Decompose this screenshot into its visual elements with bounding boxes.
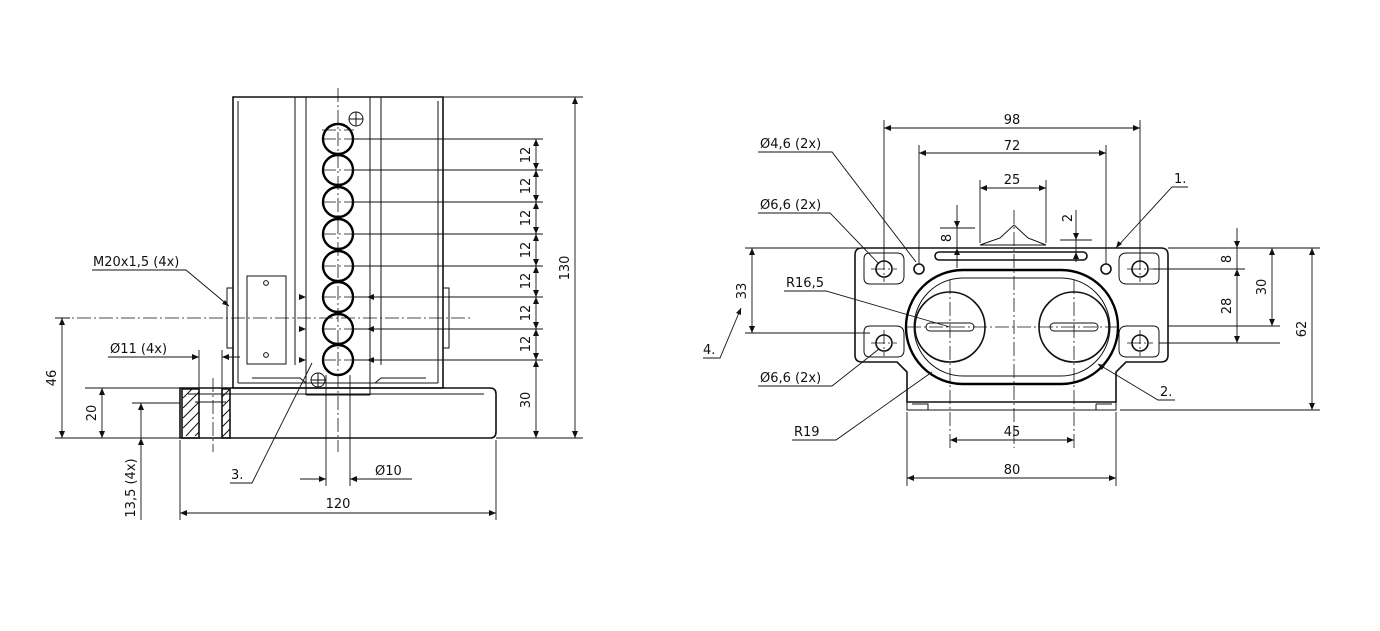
callout-item-4: 4. [703, 343, 715, 358]
dim-28: 28 [1220, 298, 1235, 315]
thread-callout: M20x1,5 (4x) [92, 255, 230, 307]
dim-pitch-3: 12 [519, 210, 534, 227]
left-height-dimension-33: 33 [735, 247, 870, 334]
hatch-section [181, 388, 231, 439]
right-height-dimensions: 8 28 30 62 [1120, 228, 1320, 411]
mounting-holes [871, 256, 1153, 356]
callout-item-2: 2. [1160, 385, 1172, 400]
bottom-width-dimension: 120 Ø10 [179, 375, 497, 520]
dim-height-20: 20 [85, 405, 100, 422]
label-plate [246, 275, 287, 365]
dim-width-98: 98 [1004, 113, 1021, 128]
dim-height-46: 46 [45, 370, 60, 387]
dim-width-120: 120 [326, 497, 351, 512]
callout-hole-10: Ø10 [375, 464, 402, 479]
callout-hole-4-6: Ø4,6 (2x) [760, 137, 821, 152]
dim-pitch-1: 12 [519, 147, 534, 164]
hole-11-callout: Ø11 (4x) [108, 342, 240, 388]
callout-item-3: 3. [231, 468, 243, 483]
callout-item-1: 1. [1174, 172, 1186, 187]
dim-pitch-5: 12 [519, 273, 534, 290]
dim-pitch-6: 12 [519, 305, 534, 322]
callout-thread: M20x1,5 (4x) [93, 255, 179, 270]
dim-8-right: 8 [1220, 255, 1235, 263]
top-view: 98 72 25 8 2 8 28 30 [703, 113, 1320, 486]
top-width-dimensions: 98 72 25 8 2 [883, 113, 1141, 268]
dim-62: 62 [1295, 321, 1310, 338]
pitch-dimension-chain: 12 12 12 12 12 12 12 30 [519, 139, 539, 438]
callout-hole-6-6-top: Ø6,6 (2x) [760, 198, 821, 213]
dim-pitch-2: 12 [519, 178, 534, 195]
dim-width-45: 45 [1004, 425, 1021, 440]
callout-hole-6-6-bottom: Ø6,6 (2x) [760, 371, 821, 386]
dim-pitch-4: 12 [519, 242, 534, 259]
dim-base-to-first: 30 [519, 392, 534, 409]
top-view-callouts: Ø4,6 (2x) Ø6,6 (2x) Ø6,6 (2x) R16,5 R19 … [703, 137, 1188, 441]
dim-width-72: 72 [1004, 139, 1021, 154]
dim-depth-13-5: 13,5 (4x) [124, 458, 139, 517]
callout-radius-19: R19 [794, 425, 820, 440]
hole-4-6-left [913, 263, 925, 275]
callout-hole-11: Ø11 (4x) [110, 342, 167, 357]
base-plate [179, 387, 497, 439]
height-total-dimension: 130 [443, 96, 583, 439]
left-height-dimensions: 46 20 13,5 (4x) [45, 317, 180, 520]
hole-4-6-right [1100, 263, 1112, 275]
dim-pitch-7: 12 [519, 336, 534, 353]
callout-radius-16-5: R16,5 [786, 276, 824, 291]
dim-width-80: 80 [1004, 463, 1021, 478]
flange [854, 224, 1169, 411]
dim-height-total: 130 [558, 256, 573, 281]
dim-8-top: 8 [940, 234, 955, 242]
dim-30: 30 [1255, 279, 1270, 296]
dim-33: 33 [735, 283, 750, 300]
top-slot [934, 251, 1088, 261]
dim-width-25: 25 [1004, 173, 1021, 188]
item-3-callout: 3. [230, 362, 313, 484]
side-view: 12 12 12 12 12 12 12 30 130 46 20 13,5 [45, 88, 583, 520]
switch-body [226, 96, 450, 396]
dim-2: 2 [1061, 214, 1076, 222]
bottom-width-dimensions: 45 80 [906, 412, 1117, 486]
